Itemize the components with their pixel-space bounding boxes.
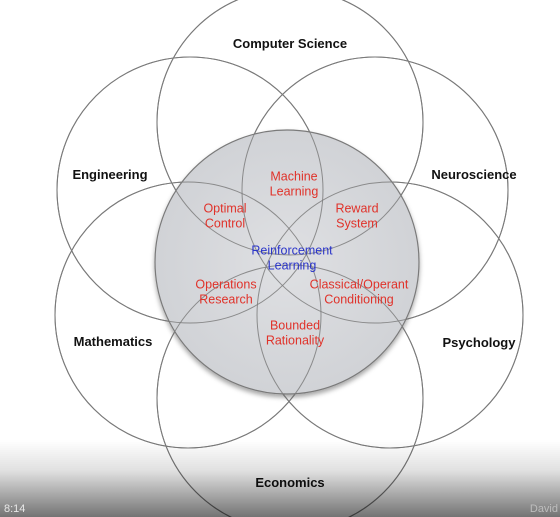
field-circle-overlay-computer-science: [156, 0, 424, 256]
field-label-mathematics: Mathematics: [74, 334, 153, 349]
field-circle-overlay-economics: [156, 264, 424, 517]
field-circle-overlay-neuroscience: [241, 56, 509, 324]
field-label-neuroscience: Neuroscience: [431, 167, 516, 182]
field-label-engineering: Engineering: [72, 167, 147, 182]
field-circle-overlay-engineering: [56, 56, 324, 324]
field-label-psychology: Psychology: [443, 335, 517, 350]
field-label-economics: Economics: [255, 475, 324, 490]
center-circle: [154, 129, 420, 395]
field-label-computer-science: Computer Science: [233, 36, 347, 51]
